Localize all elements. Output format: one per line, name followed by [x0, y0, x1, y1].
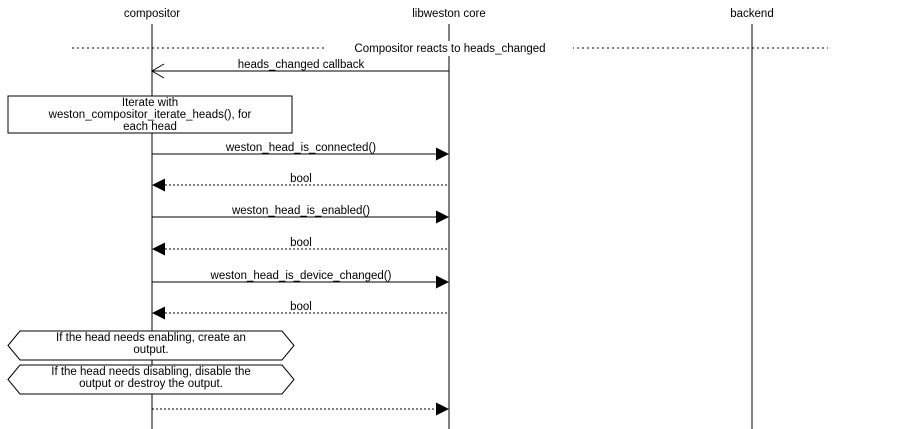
message-label-bool-return-connected: bool — [290, 173, 312, 185]
note-iterate-heads-box — [7, 95, 293, 134]
participant-label-compositor: compositor — [124, 8, 180, 20]
note-iterate-heads: Iterate with weston_compositor_iterate_h… — [7, 95, 293, 134]
message-final-dotted-return — [152, 402, 449, 416]
arrowhead-filled-right-final-dotted-return — [436, 402, 449, 416]
note-disable-head-line-1: If the head needs disabling, disable the — [51, 366, 250, 378]
arrowhead-filled-right-weston-head-is-device-changed — [436, 275, 449, 289]
note-iterate-heads-line-1: Iterate with — [122, 97, 178, 109]
message-label-weston-head-is-connected: weston_head_is_connected() — [225, 142, 376, 154]
participant-label-backend: backend — [730, 8, 773, 20]
arrowhead-filled-left-bool-return-enabled — [152, 242, 165, 256]
note-iterate-heads-line-3: each head — [123, 121, 177, 133]
arrowhead-open-left-heads-changed-callback — [151, 63, 165, 79]
note-disable-head-line-2: output or destroy the output. — [79, 378, 223, 390]
note-disable-head: If the head needs disabling, disable the… — [7, 364, 295, 395]
message-heads-changed-callback: heads_changed callback — [151, 59, 449, 79]
note-enable-head-line-2: output. — [133, 344, 168, 356]
message-bool-return-enabled: bool — [152, 237, 449, 256]
message-bool-return-device-changed: bool — [152, 301, 449, 320]
note-disable-head-shape — [7, 364, 295, 395]
arrowhead-filled-right-weston-head-is-connected — [436, 147, 449, 161]
divider-label-backdrop — [327, 41, 573, 56]
divider-compositor-reacts: Compositor reacts to heads_changed — [72, 41, 828, 56]
arrowhead-filled-left-bool-return-device-changed — [152, 306, 165, 320]
message-weston-head-is-connected: weston_head_is_connected() — [152, 142, 449, 161]
message-label-bool-return-enabled: bool — [290, 237, 312, 249]
note-enable-head-shape — [7, 330, 295, 361]
arrowhead-filled-left-bool-return-connected — [152, 178, 165, 192]
message-label-bool-return-device-changed: bool — [290, 301, 312, 313]
message-weston-head-is-enabled: weston_head_is_enabled() — [152, 205, 449, 224]
note-iterate-heads-line-2: weston_compositor_iterate_heads(), for — [48, 109, 252, 121]
note-enable-head-line-1: If the head needs enabling, create an — [56, 332, 246, 344]
message-bool-return-connected: bool — [152, 173, 449, 192]
participant-headers: compositor libweston core backend — [124, 8, 774, 20]
message-label-heads-changed-callback: heads_changed callback — [238, 59, 365, 71]
message-label-weston-head-is-device-changed: weston_head_is_device_changed() — [210, 270, 392, 282]
arrowhead-filled-right-weston-head-is-enabled — [436, 210, 449, 224]
lifelines — [151, 24, 753, 429]
participant-label-libweston-core: libweston core — [412, 8, 486, 20]
message-weston-head-is-device-changed: weston_head_is_device_changed() — [152, 270, 449, 289]
note-enable-head: If the head needs enabling, create an ou… — [7, 330, 295, 361]
message-label-weston-head-is-enabled: weston_head_is_enabled() — [231, 205, 370, 217]
divider-label: Compositor reacts to heads_changed — [354, 43, 545, 55]
